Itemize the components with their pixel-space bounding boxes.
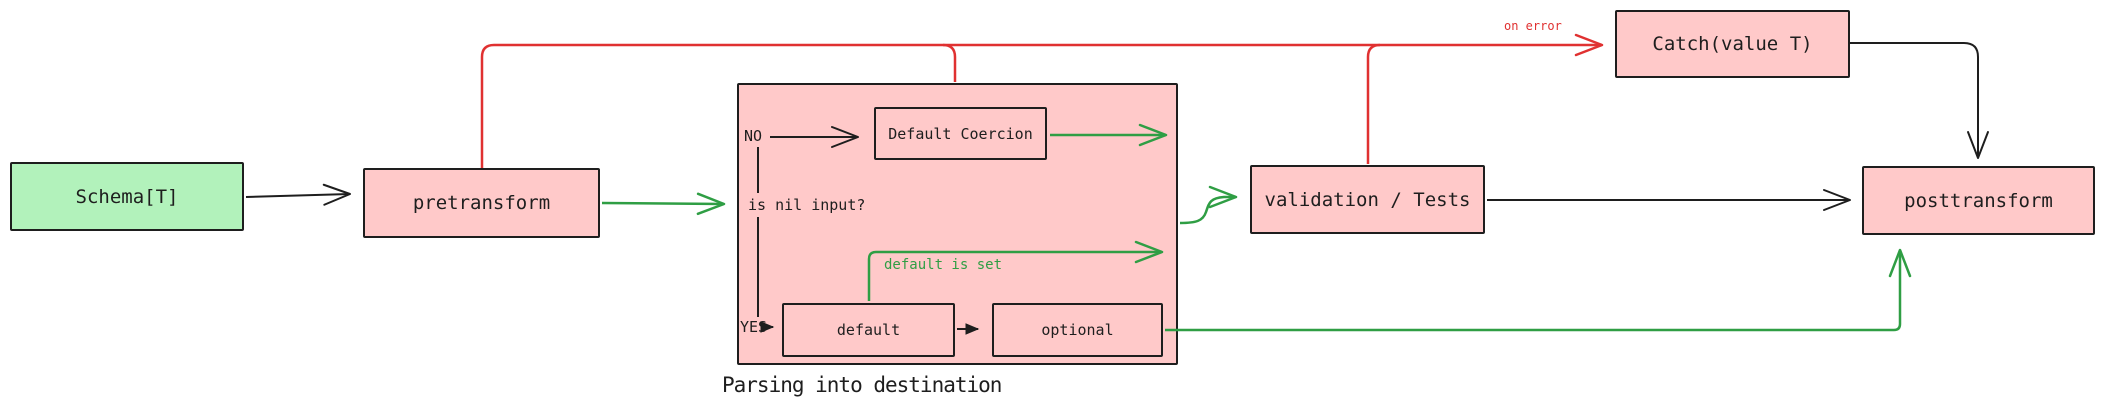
node-default-coercion-label: Default Coercion [888, 124, 1033, 143]
node-optional: optional [992, 303, 1163, 357]
diagram-title: Parsing into destination [722, 373, 1002, 397]
edge-label-on-error: on error [1504, 19, 1562, 33]
node-validation-label: validation / Tests [1264, 188, 1471, 211]
arrow-optional-to-posttransform [1165, 248, 1912, 332]
node-default-label: default [836, 321, 901, 339]
node-pretransform: pretransform [363, 168, 600, 238]
node-default-coercion: Default Coercion [874, 107, 1047, 160]
node-pretransform-label: pretransform [412, 192, 551, 214]
node-catch-label: Catch(value T) [1652, 33, 1813, 55]
arrow-schema-to-pretransform [245, 183, 351, 206]
node-posttransform-label: posttransform [1904, 189, 2053, 212]
line-error-branch-parsing [942, 43, 957, 82]
node-optional-label: optional [1041, 321, 1114, 339]
node-posttransform: posttransform [1862, 166, 2095, 235]
node-validation: validation / Tests [1250, 165, 1485, 234]
arrow-catch-to-posttransform [1850, 42, 1989, 159]
node-schema: Schema[T] [10, 162, 244, 231]
arrow-pretransform-to-parsing [601, 192, 726, 216]
node-default: default [782, 303, 955, 357]
edge-label-default-is-set: default is set [884, 257, 1003, 273]
line-error-branch-validation [1366, 43, 1381, 164]
branch-label-yes: YES [740, 318, 768, 336]
node-schema-label: Schema[T] [75, 185, 179, 208]
condition-label-is-nil-input: is nil input? [748, 196, 866, 214]
branch-label-no: NO [744, 127, 763, 145]
arrow-parsing-to-validation [1179, 185, 1238, 225]
node-catch: Catch(value T) [1615, 10, 1850, 78]
